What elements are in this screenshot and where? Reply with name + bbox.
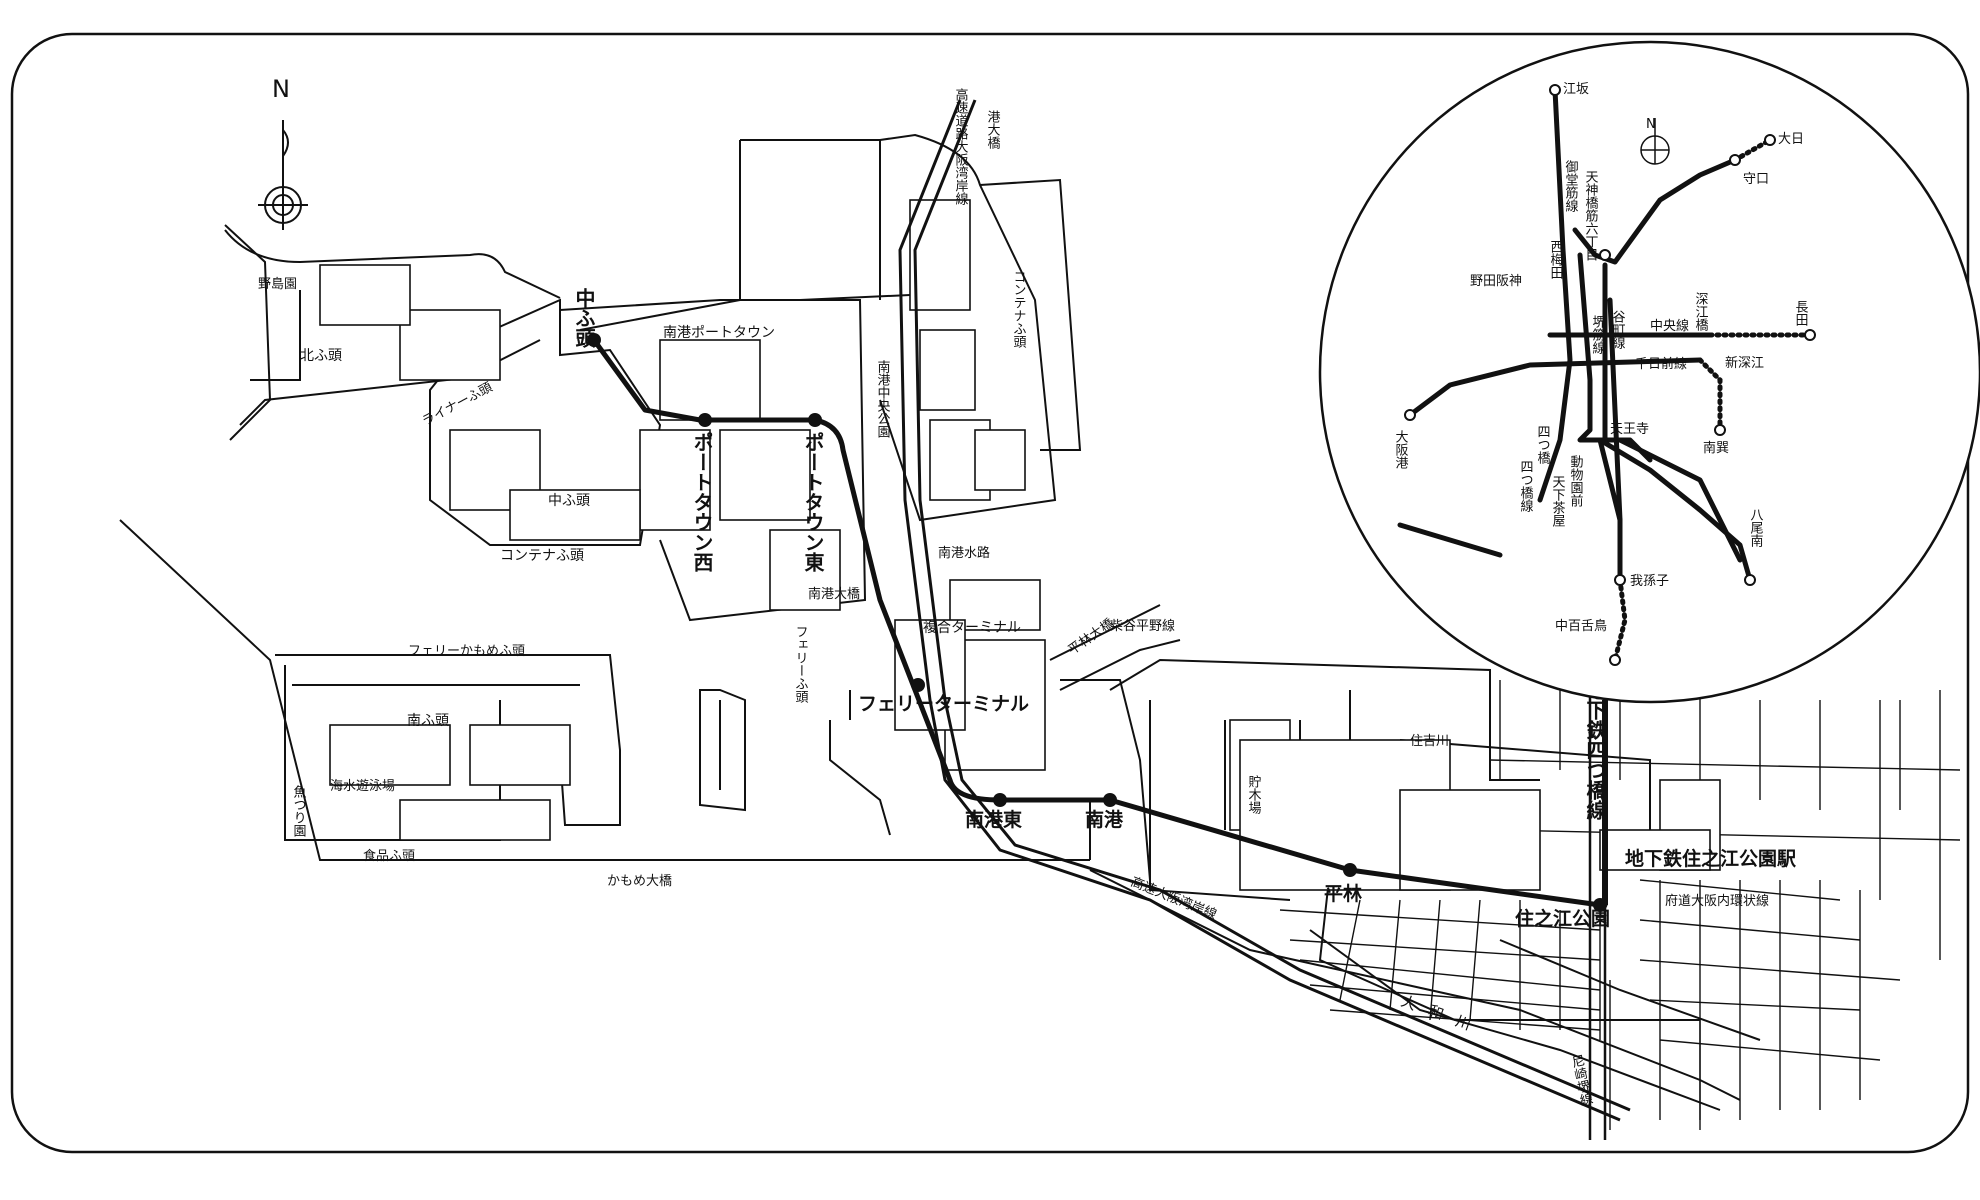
inset-end-tenjinbashi — [1599, 249, 1611, 261]
inset-end-dainichi — [1764, 134, 1776, 146]
inset-label-tengachaya: 天下茶屋 — [1550, 475, 1566, 528]
compass-north-label: N — [272, 75, 290, 103]
inset-label-fukaebashi: 深江橋 — [1693, 292, 1709, 332]
label-fudo-kanjo: 府道大阪内環状線 — [1665, 893, 1769, 909]
inset-label-yaominami: 八尾南 — [1748, 508, 1764, 547]
label-station-nakafuto: 中ふ頭 — [572, 287, 596, 349]
label-chozai: 貯木場 — [1246, 775, 1262, 814]
label-hirabayashi-ohashi: 平林大橋 — [1066, 616, 1117, 658]
inset-label-yotsubashi: 四つ橋 — [1535, 425, 1551, 465]
inset-line-tanimachi: 谷町線 — [1610, 310, 1626, 349]
label-uotsuri: 魚つり園 — [291, 785, 307, 837]
inset-label-tennoji: 天王寺 — [1610, 422, 1649, 437]
label-subway-station: 地下鉄住之江公園駅 — [1625, 847, 1797, 870]
inset-north-label: N — [1646, 117, 1656, 132]
inset-line-sakaisuji: 堺筋線 — [1590, 315, 1606, 354]
label-station-porttown-west: ポートタウン西 — [690, 431, 714, 573]
street-grid — [319, 199, 1961, 1130]
inset-label-osakako: 大阪港 — [1393, 430, 1409, 469]
inset-end-osakako — [1404, 409, 1416, 421]
inset-label-minami-tatsumi: 南巽 — [1703, 440, 1729, 456]
inset-label-noda-hanshin: 野田阪神 — [1470, 274, 1522, 289]
label-station-nanko-higashi: 南港東 — [965, 808, 1022, 831]
inset-label-dobutsuen: 動物園前 — [1568, 455, 1584, 507]
label-station-hirabayashi: 平林 — [1324, 882, 1362, 905]
station-porttown-west-marker — [698, 413, 712, 427]
inset-end-nagata — [1804, 329, 1816, 341]
label-subway-line: 地下鉄四つ橋線 — [1583, 680, 1607, 820]
inset-end-moriguchi — [1729, 154, 1741, 166]
label-nanko-suiro: 南港水路 — [938, 545, 990, 561]
inset-label-moriguchi: 守口 — [1743, 172, 1769, 187]
label-nanko-ohashi: 南港大橋 — [808, 586, 860, 602]
inset-end-nakamozu — [1609, 654, 1621, 666]
label-hanshin-expy-top: 高速道路大阪湾岸線 — [953, 87, 969, 205]
inset-end-esaka — [1549, 84, 1561, 96]
inset-label-tenjinbashi: 天神橋筋六丁目 — [1583, 170, 1599, 261]
label-container-futo-east: コンテナふ頭 — [1011, 270, 1027, 348]
map-frame — [10, 32, 1970, 1154]
label-kita-futo: 北ふ頭 — [300, 348, 342, 364]
inset-label-dainichi: 大日 — [1778, 132, 1804, 147]
station-nanko-marker — [1103, 793, 1117, 807]
label-shokuhin-futo: 食品ふ頭 — [363, 848, 415, 864]
label-station-suminoe-koen: 住之江公園 — [1515, 907, 1610, 930]
label-ferry-futo: フェリーふ頭 — [793, 625, 809, 703]
inset-label-nakamozu: 中百舌鳥 — [1555, 619, 1607, 634]
label-shiba-tani: 柴谷平野線 — [1110, 618, 1175, 634]
inset-circle — [1318, 40, 1980, 704]
station-porttown-east-marker — [808, 413, 822, 427]
station-nanko-higashi-marker — [993, 793, 1007, 807]
label-central-park: 南港中央公園 — [875, 359, 891, 438]
station-nakafuto-marker — [587, 333, 601, 347]
label-station-ferry-terminal: フェリーターミナル — [858, 693, 1029, 715]
inset-label-nishiumeda: 西梅田 — [1548, 240, 1564, 279]
label-fukugo-terminal: 複合ターミナル — [923, 619, 1021, 636]
label-container-futo-west: コンテナふ頭 — [500, 548, 584, 564]
inset-label-shinfukae: 新深江 — [1725, 355, 1764, 371]
label-port-town: 南港ポートタウン — [663, 325, 775, 341]
label-nojima: 野島園 — [258, 277, 297, 292]
label-station-nanko: 南港 — [1085, 809, 1124, 831]
inset-label-nagata: 長田 — [1793, 300, 1809, 326]
label-minato-ohashi: 港大橋 — [985, 110, 1001, 150]
inset-end-minami-tatsumi — [1714, 424, 1726, 436]
expressways — [559, 99, 1631, 1140]
station-hirabayashi-marker — [1343, 863, 1357, 877]
inset-line-midosuji: 御堂筋線 — [1563, 160, 1579, 212]
label-sumiyoshi-river: 住吉川 — [1410, 734, 1449, 749]
inset-line-chuo: 中央線 — [1650, 318, 1689, 334]
label-ferry-kamome: フェリーかもめふ頭 — [408, 644, 525, 659]
inset-north-icon — [1640, 118, 1670, 165]
north-compass-icon — [258, 120, 308, 230]
inset-label-abiko: 我孫子 — [1630, 574, 1669, 589]
label-kaisui: 海水遊泳場 — [330, 779, 395, 794]
label-station-porttown-east: ポートタウン東 — [801, 431, 825, 573]
label-naka-futo: 中ふ頭 — [548, 493, 590, 509]
label-minami-futo: 南ふ頭 — [407, 713, 449, 729]
inset-end-yaominami — [1744, 574, 1756, 586]
label-kamome-ohashi: かもめ大橋 — [607, 874, 672, 889]
inset-end-abiko — [1614, 574, 1626, 586]
inset-line-sennichimae: 千日前線 — [1635, 356, 1687, 372]
station-ferry-terminal-marker — [911, 678, 925, 692]
inset-label-esaka: 江坂 — [1563, 82, 1589, 97]
inset-subway-map: N 江坂 大日 守口 天神橋筋六丁目 西梅田 野田阪神 深 — [1318, 40, 1980, 704]
inset-line-yotsubashi: 四つ橋線 — [1518, 460, 1534, 512]
newtram-stations — [587, 333, 1607, 912]
